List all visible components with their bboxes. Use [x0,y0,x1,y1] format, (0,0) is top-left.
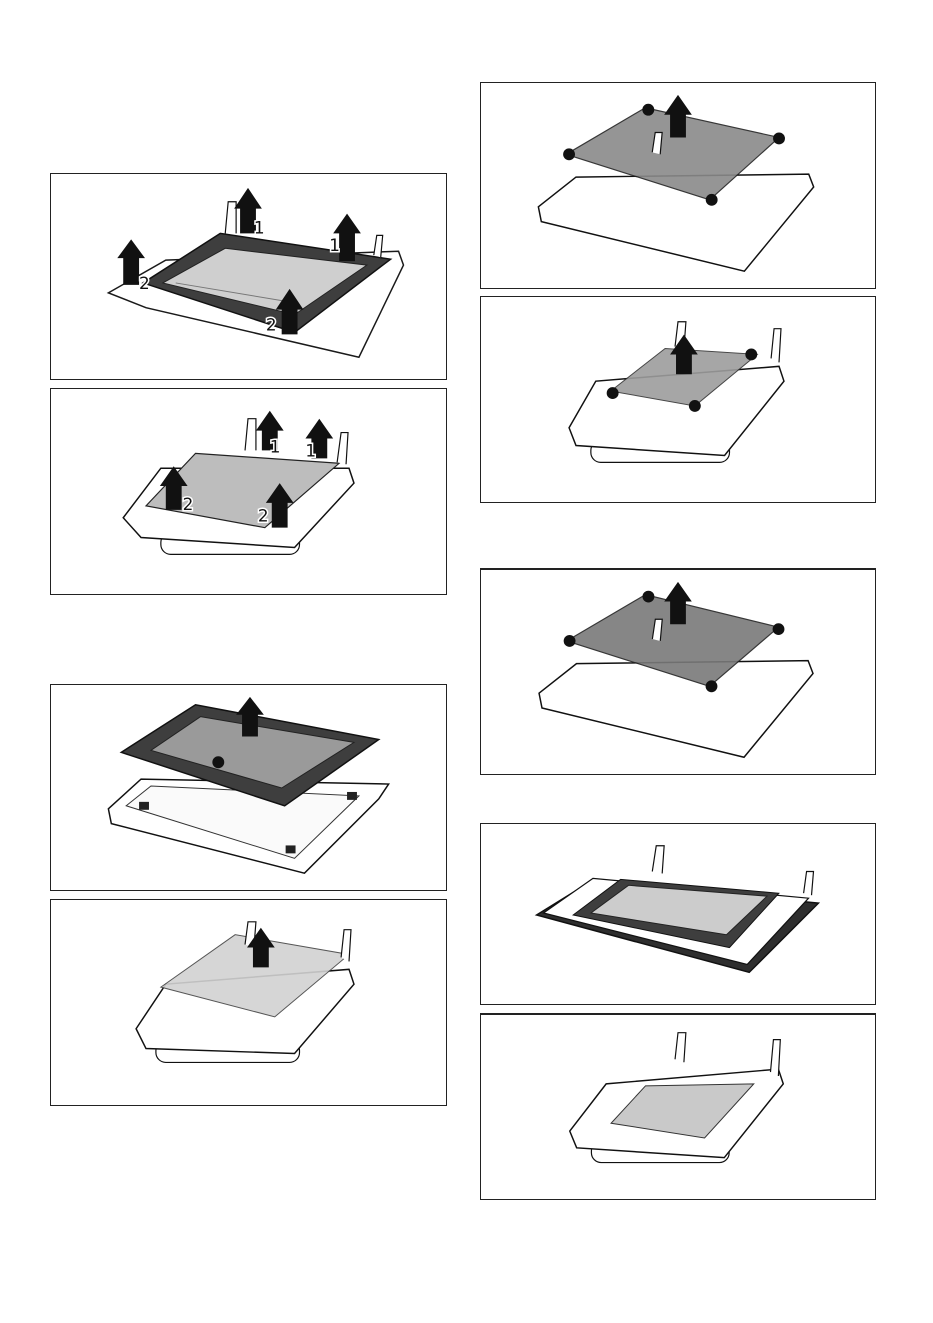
step-label: 1 [254,217,265,237]
step-label: 1 [305,440,316,460]
step-label: 2 [183,494,194,514]
illustration-light-panel [51,900,446,1105]
illustration-glass-clips-2 [481,297,875,502]
hinge-icon [771,329,781,363]
figure-door-assembled-light [480,1013,876,1200]
clip-icon [607,387,619,399]
clip-icon [706,680,718,692]
clip-icon [643,591,655,603]
figure-remove-panel-numbered: 1 1 2 2 [50,388,447,595]
step-label: 2 [258,506,269,526]
step-label: 1 [329,235,340,255]
step-label: 1 [270,436,281,456]
figure-lift-glass-with-clips-1 [480,82,876,289]
clip-icon [563,148,575,160]
clip-icon [564,635,576,647]
illustration-glass-clips [481,83,875,288]
figure-door-assembled-dark [480,823,876,1005]
figure-lift-glass-with-clips-3 [480,568,876,775]
clip-icon [689,400,701,412]
hinge-icon [374,235,383,257]
step-label: 2 [266,314,277,334]
hinge-icon [225,202,236,234]
hinge-icon [245,419,256,451]
hinge-icon [337,433,348,465]
illustration-panel-lift: 1 1 2 2 [51,389,446,594]
hinge-icon [804,871,814,895]
figure-remove-light-panel [50,899,447,1106]
illustration-door-light [481,1015,875,1199]
clip-icon [286,845,296,853]
hinge-icon [675,1033,686,1063]
illustration-door-dark [481,824,875,1004]
step-label: 2 [139,273,150,293]
clip-icon [773,623,785,635]
clip-icon [139,802,149,810]
clip-icon [212,756,224,768]
hinge-icon [770,1040,780,1076]
figure-lift-glass-with-clips-2 [480,296,876,503]
illustration-glass-clips-3 [481,570,875,774]
hinge-icon [652,846,664,874]
hinge-icon [341,930,351,962]
figure-remove-frame-numbered: 1 1 2 2 [50,173,447,380]
illustration-frame-lift: 1 1 2 2 [51,174,446,379]
clip-icon [347,792,357,800]
illustration-dark-frame [51,685,446,890]
clip-icon [745,348,757,360]
clip-icon [642,104,654,116]
clip-icon [706,194,718,206]
clip-icon [773,133,785,145]
figure-remove-dark-frame [50,684,447,891]
